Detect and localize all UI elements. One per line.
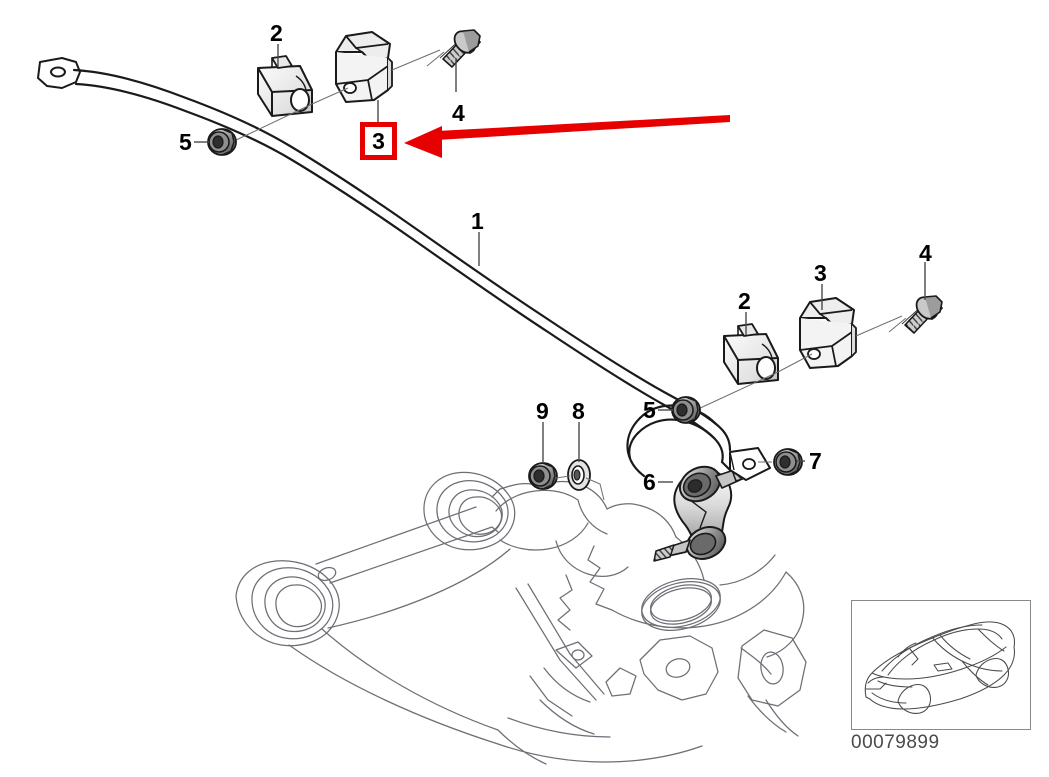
washer-link-axis <box>555 475 605 501</box>
flange-nut-right <box>671 396 701 424</box>
flange-nut-left <box>207 128 237 156</box>
flat-washer-item8 <box>567 459 591 491</box>
vehicle-location-inset <box>851 600 1031 730</box>
callout-label-1: 1 <box>471 208 484 234</box>
flange-nut-item7 <box>758 448 803 476</box>
subframe-assembly <box>235 471 807 765</box>
callout-label-2-left: 2 <box>270 20 283 46</box>
callout-label-5-left: 5 <box>179 129 192 155</box>
callout-label-8: 8 <box>572 398 585 424</box>
flange-nut-washer-item9 <box>528 462 558 490</box>
bushing-right <box>723 323 779 385</box>
assembly-axis-right <box>695 315 903 411</box>
callout-label-3-right: 3 <box>814 260 827 286</box>
callout-label-4-right: 4 <box>919 240 932 266</box>
callout-label-7: 7 <box>809 448 822 474</box>
bolt-left <box>426 29 481 68</box>
highlight-arrow <box>404 115 730 158</box>
callout-leader-lines <box>194 44 926 483</box>
diagram-reference-number: 00079899 <box>851 732 940 753</box>
callout-label-6: 6 <box>643 469 656 495</box>
bolt-right <box>888 295 943 334</box>
drop-link-item6 <box>653 465 753 562</box>
bushing-left <box>257 55 313 117</box>
link-tab-bracket <box>729 447 771 481</box>
bracket-left <box>335 31 393 103</box>
callout-label-5-right: 5 <box>643 397 656 423</box>
callout-label-9: 9 <box>536 398 549 424</box>
bracket-right <box>799 297 857 369</box>
callout-label-2-right: 2 <box>738 288 751 314</box>
assembly-axis-left <box>231 49 441 143</box>
vehicle-silhouette-icon <box>864 621 1015 714</box>
highlighted-callout-3[interactable]: 3 <box>360 122 397 160</box>
callout-label-4-left: 4 <box>452 100 465 126</box>
highlighted-callout-label: 3 <box>372 127 385 154</box>
